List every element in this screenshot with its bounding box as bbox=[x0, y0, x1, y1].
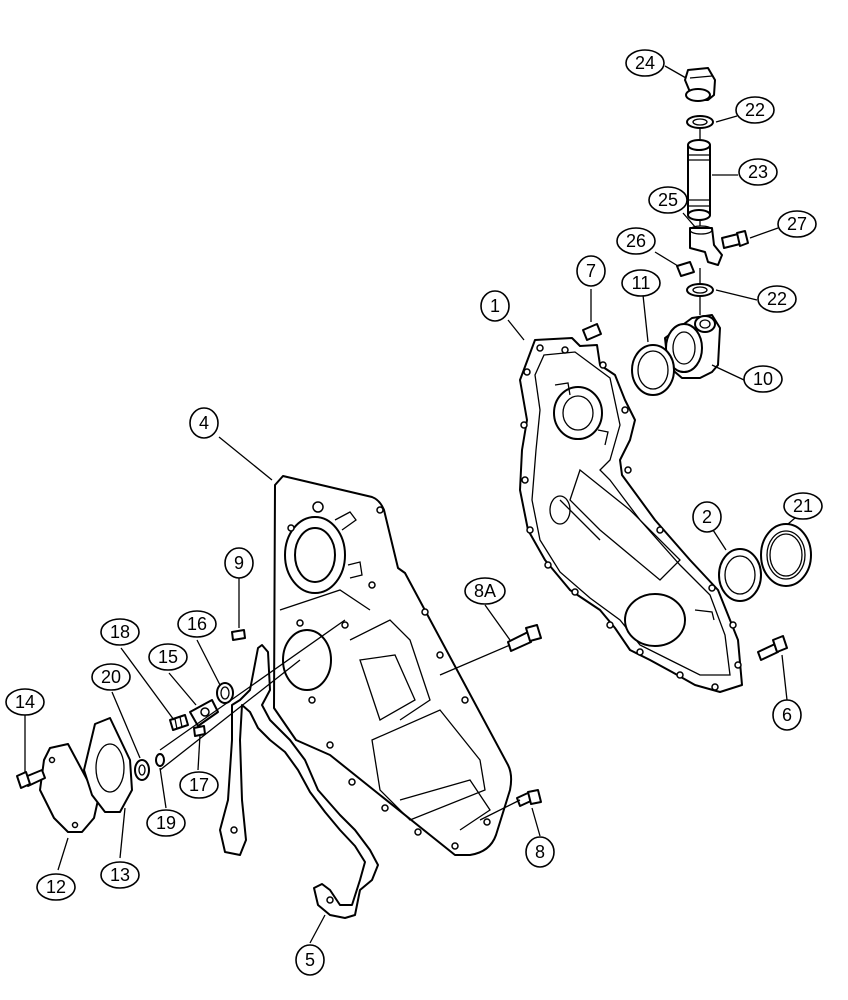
callout-15: 15 bbox=[148, 643, 188, 671]
svg-text:27: 27 bbox=[787, 214, 807, 234]
svg-text:26: 26 bbox=[626, 231, 646, 251]
plate-part-15 bbox=[189, 699, 219, 727]
front-cover-part-4 bbox=[273, 475, 513, 856]
callout-22-upper: 22 bbox=[735, 96, 775, 124]
callout-18: 18 bbox=[100, 618, 140, 646]
screw-part-27 bbox=[721, 230, 749, 249]
seal-part-11 bbox=[631, 344, 675, 396]
gear-part-20 bbox=[134, 759, 150, 781]
nut-part-7 bbox=[582, 323, 602, 341]
callout-12: 12 bbox=[36, 873, 76, 901]
callout-17: 17 bbox=[179, 771, 219, 799]
svg-text:2: 2 bbox=[702, 507, 712, 527]
dowel-pin-part-9 bbox=[231, 629, 246, 641]
svg-text:13: 13 bbox=[110, 865, 130, 885]
callout-19: 19 bbox=[146, 809, 186, 837]
alignment-lines bbox=[159, 128, 701, 821]
callout-24: 24 bbox=[625, 49, 665, 77]
callout-26: 26 bbox=[616, 227, 656, 255]
tube-part-23 bbox=[687, 139, 711, 221]
callout-5: 5 bbox=[295, 944, 325, 976]
svg-text:4: 4 bbox=[199, 413, 209, 433]
clamp-part-25 bbox=[689, 225, 723, 266]
callout-6: 6 bbox=[772, 699, 802, 731]
svg-text:9: 9 bbox=[234, 553, 244, 573]
bolt-part-8 bbox=[516, 789, 542, 807]
callout-4: 4 bbox=[189, 407, 219, 439]
callout-2: 2 bbox=[692, 501, 722, 533]
svg-text:15: 15 bbox=[158, 647, 178, 667]
callout-1: 1 bbox=[480, 290, 510, 322]
svg-text:5: 5 bbox=[305, 950, 315, 970]
callout-22-lower: 22 bbox=[757, 285, 797, 313]
gasket-part-13 bbox=[83, 717, 133, 813]
callout-13: 13 bbox=[100, 861, 140, 889]
svg-text:25: 25 bbox=[658, 190, 678, 210]
svg-text:7: 7 bbox=[586, 261, 596, 281]
callout-23: 23 bbox=[738, 158, 778, 186]
svg-text:17: 17 bbox=[189, 775, 209, 795]
svg-text:8: 8 bbox=[535, 842, 545, 862]
callout-21: 21 bbox=[783, 492, 823, 520]
elbow-part-24 bbox=[684, 67, 716, 102]
gear-cover-part-1 bbox=[519, 337, 743, 693]
plug-part-18 bbox=[169, 714, 189, 731]
callout-27: 27 bbox=[777, 210, 817, 238]
callout-25: 25 bbox=[648, 186, 688, 214]
screw-part-17 bbox=[193, 725, 206, 737]
callout-16: 16 bbox=[177, 610, 217, 638]
svg-text:23: 23 bbox=[748, 162, 768, 182]
svg-text:19: 19 bbox=[156, 813, 176, 833]
washer-part-22-lower bbox=[686, 283, 714, 297]
bolt-part-8A bbox=[507, 624, 542, 652]
seal-part-2 bbox=[718, 548, 762, 602]
svg-text:18: 18 bbox=[110, 622, 130, 642]
svg-text:21: 21 bbox=[793, 496, 813, 516]
svg-text:24: 24 bbox=[635, 53, 655, 73]
callout-14: 14 bbox=[5, 688, 45, 716]
seal-part-21 bbox=[760, 523, 812, 587]
svg-text:8A: 8A bbox=[474, 581, 496, 601]
callout-11: 11 bbox=[621, 269, 661, 297]
svg-text:10: 10 bbox=[753, 369, 773, 389]
callout-8A: 8A bbox=[464, 577, 506, 605]
bolt-part-6 bbox=[757, 635, 788, 661]
svg-text:22: 22 bbox=[767, 289, 787, 309]
o-ring-part-19 bbox=[155, 753, 165, 767]
bolt-part-14 bbox=[16, 769, 46, 789]
svg-text:1: 1 bbox=[490, 296, 500, 316]
callout-20: 20 bbox=[91, 663, 131, 691]
callout-8: 8 bbox=[525, 836, 555, 868]
o-ring-part-16 bbox=[216, 682, 234, 704]
svg-text:16: 16 bbox=[187, 614, 207, 634]
leader-lines bbox=[24, 65, 796, 944]
callout-9: 9 bbox=[224, 547, 254, 579]
svg-text:22: 22 bbox=[745, 100, 765, 120]
svg-text:14: 14 bbox=[15, 692, 35, 712]
callout-10: 10 bbox=[743, 365, 783, 393]
svg-text:12: 12 bbox=[46, 877, 66, 897]
housing-part-10 bbox=[664, 314, 721, 379]
svg-text:6: 6 bbox=[782, 705, 792, 725]
svg-text:11: 11 bbox=[632, 273, 651, 293]
gasket-part-5 bbox=[219, 644, 379, 919]
sleeve-part-26 bbox=[676, 261, 695, 277]
callout-7: 7 bbox=[576, 255, 606, 287]
washer-part-22-upper bbox=[686, 115, 714, 129]
svg-text:20: 20 bbox=[101, 667, 121, 687]
